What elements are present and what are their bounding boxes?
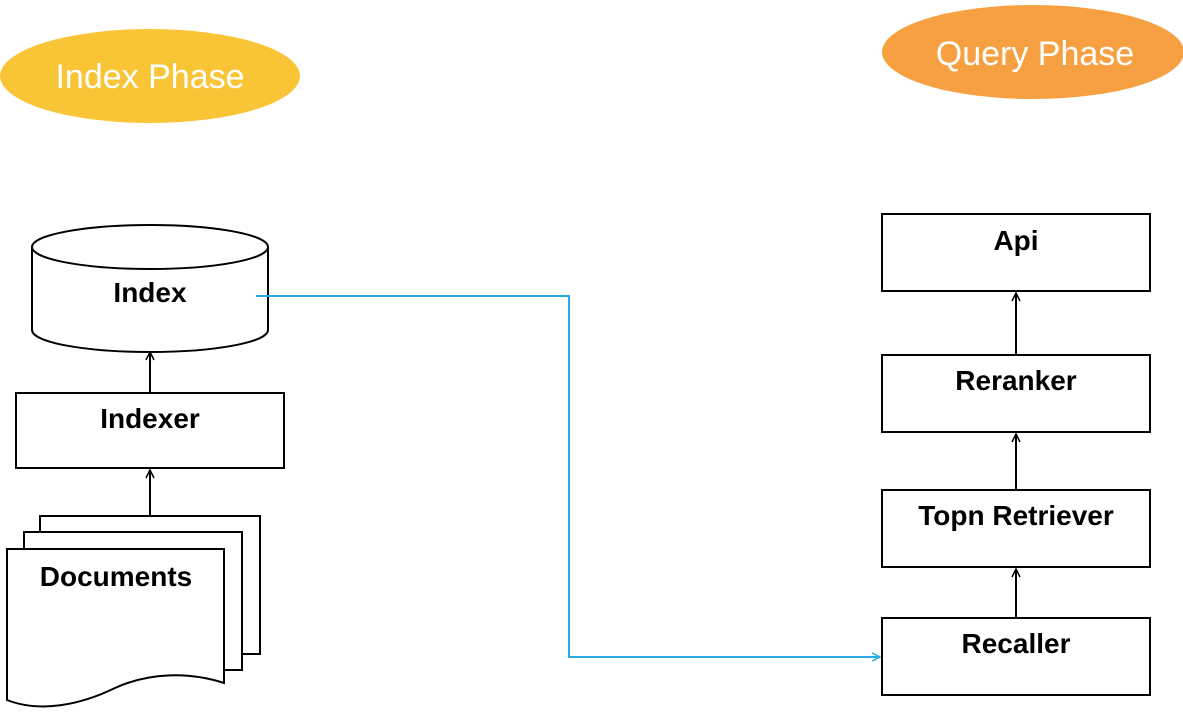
- document-page-front: [6, 548, 225, 708]
- reranker-node: Reranker: [881, 354, 1151, 433]
- documents-node: Documents: [6, 515, 261, 708]
- reranker-label: Reranker: [955, 365, 1077, 396]
- indexer-label: Indexer: [100, 403, 200, 434]
- index-store-label: Index: [113, 277, 187, 308]
- topn-retriever-node: Topn Retriever: [881, 489, 1151, 568]
- index-phase-label: Index Phase: [55, 58, 244, 96]
- documents-label: Documents: [40, 561, 192, 592]
- index-cylinder-top: [31, 224, 269, 270]
- indexer-box: [15, 392, 285, 469]
- query-phase-ellipse: [882, 5, 1183, 99]
- indexer-node: Indexer: [15, 392, 285, 469]
- connector-index-to-recaller: [256, 295, 880, 657]
- query-phase-badge: Query Phase: [882, 5, 1183, 99]
- reranker-box: [881, 354, 1151, 433]
- api-node: Api: [881, 213, 1151, 292]
- query-phase-label: Query Phase: [936, 35, 1134, 73]
- recaller-box: [881, 617, 1151, 696]
- topn-retriever-box: [881, 489, 1151, 568]
- index-store-node: Index: [31, 224, 269, 353]
- api-box: [881, 213, 1151, 292]
- index-phase-badge: Index Phase: [0, 29, 300, 123]
- index-phase-ellipse: [0, 29, 300, 123]
- recaller-node: Recaller: [881, 617, 1151, 696]
- recaller-label: Recaller: [962, 628, 1071, 659]
- api-label: Api: [993, 225, 1038, 256]
- topn-retriever-label: Topn Retriever: [918, 500, 1114, 531]
